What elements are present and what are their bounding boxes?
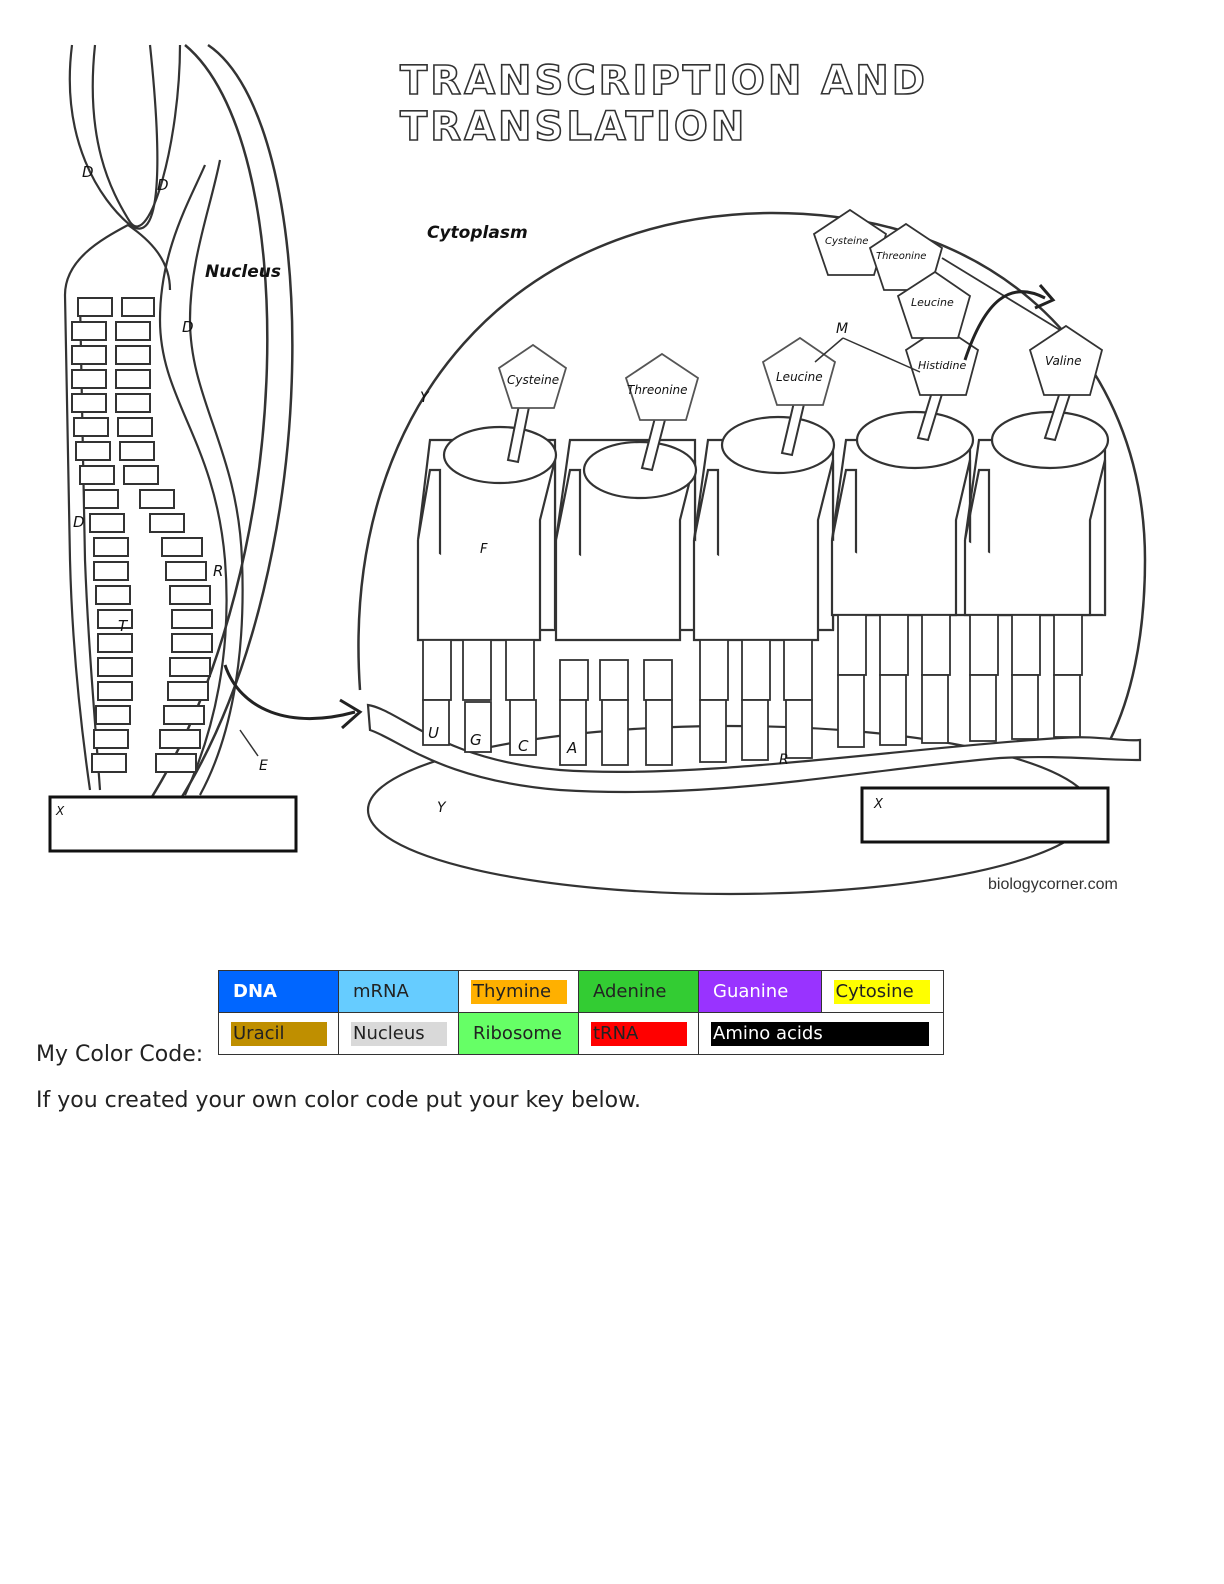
label-x-1: X bbox=[55, 804, 65, 818]
label-d-2: D bbox=[157, 176, 169, 194]
mrna-strand-cytoplasm bbox=[366, 703, 1142, 794]
chain-amino-acid-1: Cysteine bbox=[825, 236, 868, 247]
key-cell-mrna: mRNA bbox=[338, 970, 459, 1013]
trna-amino-acid-5: Valine bbox=[1045, 354, 1081, 368]
color-key-row: Uracil Nucleus Ribosome tRNA Amino acids bbox=[218, 1012, 944, 1055]
key-label-trna: tRNA bbox=[591, 1021, 687, 1046]
key-label-adenine: Adenine bbox=[593, 980, 667, 1002]
label-d-4: D bbox=[73, 513, 85, 531]
peptide-transfer-arrow bbox=[963, 290, 1046, 361]
key-cell-trna: tRNA bbox=[578, 1012, 699, 1055]
answer-box-left[interactable] bbox=[48, 795, 298, 853]
label-cytoplasm: Cytoplasm bbox=[427, 223, 528, 243]
transport-arrow bbox=[223, 664, 356, 721]
label-e-pointer bbox=[239, 729, 259, 757]
credit-text: biologycorner.com bbox=[988, 876, 1118, 893]
key-cell-amino-acids: Amino acids bbox=[698, 1012, 944, 1055]
key-cell-thymine: Thymine bbox=[458, 970, 579, 1013]
trna-amino-acid-3: Leucine bbox=[776, 370, 823, 384]
key-label-guanine: Guanine bbox=[713, 980, 789, 1002]
base-c: C bbox=[518, 737, 529, 755]
base-g: G bbox=[470, 731, 482, 749]
mrna-codon-bases bbox=[422, 674, 1081, 766]
key-cell-uracil: Uracil bbox=[218, 1012, 339, 1055]
chain-amino-acid-2: Threonine bbox=[876, 251, 926, 262]
chain-amino-acid-3: Leucine bbox=[911, 296, 954, 309]
key-cell-guanine: Guanine bbox=[698, 970, 822, 1013]
trna-amino-acid-4: Histidine bbox=[918, 359, 966, 372]
key-label-thymine: Thymine bbox=[471, 979, 567, 1004]
key-cell-adenine: Adenine bbox=[578, 970, 699, 1013]
trna-amino-acids bbox=[497, 324, 1104, 421]
label-f: F bbox=[480, 542, 488, 557]
label-y-2: Y bbox=[437, 800, 447, 816]
label-e: E bbox=[259, 758, 268, 774]
instruction-text: If you created your own color code put y… bbox=[36, 1088, 642, 1113]
answer-box-right[interactable] bbox=[860, 786, 1110, 844]
key-label-uracil: Uracil bbox=[231, 1021, 327, 1046]
trna-molecules bbox=[416, 410, 1110, 642]
key-label-mrna: mRNA bbox=[353, 980, 409, 1002]
base-a: A bbox=[566, 739, 577, 757]
label-r-1: R bbox=[213, 562, 223, 580]
key-cell-ribosome: Ribosome bbox=[458, 1012, 579, 1055]
label-nucleus: Nucleus bbox=[205, 262, 281, 282]
transport-arrowhead bbox=[339, 698, 363, 730]
trna-amino-acid-2: Threonine bbox=[627, 383, 688, 397]
key-cell-dna: DNA bbox=[218, 970, 339, 1013]
mrna-strand-nucleus bbox=[158, 159, 244, 796]
key-cell-nucleus: Nucleus bbox=[338, 1012, 459, 1055]
key-label-dna: DNA bbox=[233, 980, 277, 1002]
label-r-2: R bbox=[779, 752, 789, 768]
label-x-2: X bbox=[873, 797, 884, 812]
transcription-translation-diagram: Nucleus Cytoplasm D D D D R T E F M Y Y … bbox=[48, 43, 1147, 896]
label-y-1: Y bbox=[420, 390, 430, 406]
key-label-nucleus: Nucleus bbox=[351, 1021, 447, 1046]
label-m: M bbox=[836, 321, 848, 337]
color-key-table: DNA mRNA Thymine Adenine Guanine Cytosin… bbox=[218, 970, 944, 1055]
key-label-cytosine: Cytosine bbox=[833, 979, 930, 1004]
dna-base-rungs bbox=[71, 297, 213, 773]
page-title: TRANSCRIPTION AND TRANSLATION bbox=[399, 57, 928, 151]
base-u: U bbox=[428, 724, 439, 742]
label-d-1: D bbox=[82, 163, 94, 181]
color-key-row: DNA mRNA Thymine Adenine Guanine Cytosin… bbox=[218, 970, 944, 1013]
label-t: T bbox=[118, 617, 129, 635]
peptide-transfer-arrowhead bbox=[1034, 284, 1056, 310]
my-color-code-label: My Color Code: bbox=[36, 1042, 204, 1067]
key-cell-cytosine: Cytosine bbox=[820, 970, 944, 1013]
key-label-ribosome: Ribosome bbox=[473, 1022, 562, 1044]
peptide-bond-line bbox=[941, 257, 1061, 331]
label-d-3: D bbox=[182, 318, 194, 336]
label-m-pointer bbox=[814, 337, 921, 373]
trna-amino-acid-1: Cysteine bbox=[507, 373, 559, 387]
peptide-chain bbox=[812, 208, 972, 339]
key-label-amino-acids: Amino acids bbox=[711, 1021, 929, 1046]
